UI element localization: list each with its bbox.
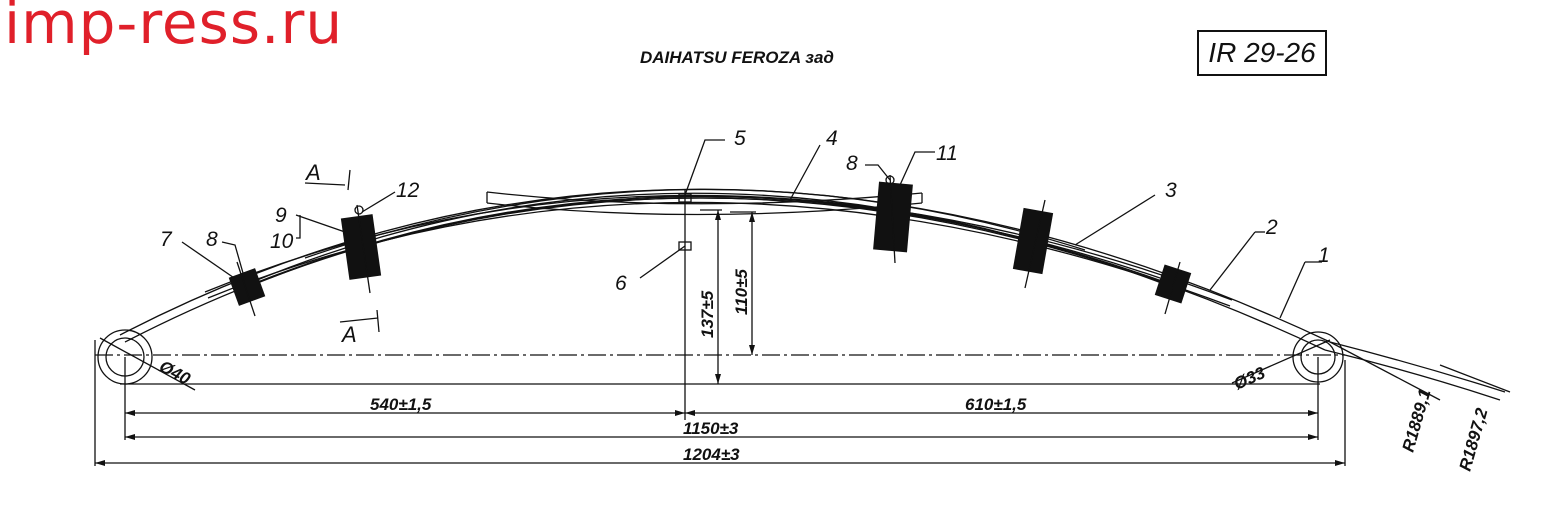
arrow — [1308, 434, 1318, 440]
leaf-1-extension — [1329, 341, 1506, 393]
dim-arrows — [95, 210, 1345, 466]
callout-labels: 1 2 3 4 5 6 7 8 8 9 10 11 12 A A — [160, 127, 1330, 347]
callout-10: 10 — [270, 230, 294, 253]
callout-leaders — [181, 139, 1322, 333]
dim-radius-2: R1897,2 — [1456, 406, 1492, 474]
eye-dia-leader-left — [99, 337, 196, 391]
bolt-9 — [356, 204, 371, 294]
radius-leader-2 — [1439, 364, 1511, 393]
dim-overall: 1204±3 — [683, 445, 740, 464]
section-mark-top — [347, 169, 351, 191]
callout-7: 7 — [160, 228, 173, 251]
part-number: IR 29-26 — [1208, 37, 1316, 68]
arrow — [715, 210, 721, 220]
dim-left-span: 540±1,5 — [370, 395, 432, 414]
callout-8-right: 8 — [846, 152, 858, 175]
leaf-4-upper-lower — [486, 202, 923, 216]
leader-3 — [1074, 194, 1156, 246]
dim-radius-1: R1889,1 — [1399, 387, 1435, 454]
clamp-7 — [228, 268, 266, 306]
leader-5 — [684, 139, 725, 196]
arrow — [749, 345, 755, 355]
arrow — [749, 212, 755, 222]
callout-6: 6 — [615, 272, 627, 295]
leader-4 — [789, 144, 821, 201]
section-mark-bottom — [376, 309, 380, 333]
leader-6 — [639, 245, 686, 279]
leader-10 — [296, 215, 301, 239]
leader-12 — [361, 191, 396, 213]
bolt-2 — [1164, 261, 1181, 315]
bolt-head-12 — [354, 205, 364, 215]
callout-2: 2 — [1265, 216, 1278, 239]
section-label-top: A — [304, 160, 321, 185]
leader-1 — [1279, 261, 1306, 319]
section-label-bottom: A — [340, 322, 357, 347]
callout-12: 12 — [396, 179, 420, 202]
callout-4: 4 — [826, 127, 838, 150]
radius-leader-1 — [1329, 341, 1441, 401]
section-arrow-top — [304, 182, 346, 186]
arrow — [685, 410, 695, 416]
center-bolt — [678, 190, 692, 420]
part-number-box: IR 29-26 — [1197, 30, 1327, 76]
arrow — [125, 434, 135, 440]
clamp-9 — [340, 214, 382, 280]
leader-11 — [899, 151, 935, 186]
clamp-bolts — [236, 174, 1181, 317]
bolt-11 — [889, 174, 896, 264]
spring-leaves — [119, 188, 1506, 401]
leaf-1-extension-lower — [1324, 349, 1501, 401]
arrow — [715, 374, 721, 384]
dim-right-eye-dia: Ø33 — [1231, 363, 1269, 394]
leaf-4-upper — [486, 191, 923, 205]
arrow — [95, 460, 105, 466]
dim-arch-137: 137±5 — [698, 290, 717, 338]
drawing-title: DAIHATSU FEROZA зад — [640, 48, 834, 67]
dimension-labels: 540±1,5 610±1,5 1150±3 1204±3 137±5 110±… — [156, 269, 1492, 474]
leader-7 — [181, 241, 241, 283]
bolt-3 — [1024, 199, 1046, 289]
clamp-3 — [1012, 207, 1054, 275]
callout-3: 3 — [1165, 179, 1177, 202]
leaf-3 — [304, 188, 1086, 259]
clamps — [228, 181, 1192, 306]
section-arrow-bottom — [339, 317, 379, 323]
leader-8-right — [865, 164, 891, 181]
leader-2 — [1209, 231, 1256, 291]
site-watermark: imp-ress.ru — [4, 0, 344, 57]
bolt-7 — [236, 261, 256, 317]
spring-eyes — [97, 329, 1344, 385]
dim-right-span: 610±1,5 — [965, 395, 1027, 414]
callout-1: 1 — [1318, 244, 1330, 267]
leader-8-left — [221, 241, 246, 281]
dim-eye-span: 1150±3 — [683, 419, 739, 438]
leaf-1-main-lower — [124, 197, 1326, 351]
leader-9 — [295, 214, 346, 233]
callout-9: 9 — [275, 204, 287, 227]
callout-8-left: 8 — [206, 228, 218, 251]
eye-dia-leader-right — [1231, 339, 1331, 384]
bolt-head-8 — [885, 175, 895, 185]
arrow — [125, 410, 135, 416]
arrow — [1308, 410, 1318, 416]
dimension-lines — [94, 209, 1511, 466]
arrow — [1335, 460, 1345, 466]
arrow — [675, 410, 685, 416]
callout-5: 5 — [734, 127, 746, 150]
callout-11: 11 — [936, 142, 958, 165]
dim-arch-110: 110±5 — [732, 269, 751, 315]
